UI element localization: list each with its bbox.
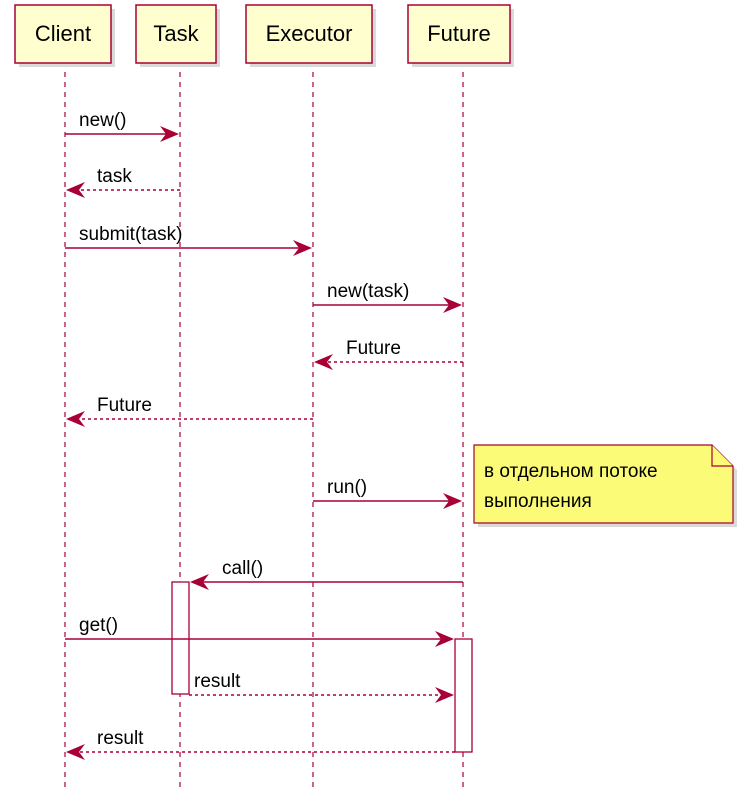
arrow-head-icon [435,687,454,703]
message-label: Future [346,338,401,359]
arrow-head-icon [435,631,454,647]
message-result-client: result [66,728,455,760]
message-submit: submit(task) [65,224,312,256]
note-line-1: в отдельном потоке [484,461,658,482]
arrow-head-icon [293,240,312,256]
message-task-return: task [66,166,180,198]
arrow-head-icon [443,493,462,509]
arrow-head-icon [66,182,85,198]
message-future-return-executor: Future [314,338,463,370]
note-fold-corner [711,445,733,467]
message-label: result [97,728,144,749]
message-label: get() [79,615,118,636]
participant-task-label: Task [153,21,199,46]
participant-client-label: Client [35,21,91,46]
message-new-task: new(task) [313,281,462,313]
arrow-head-icon [66,744,85,760]
message-call: call() [190,558,463,590]
message-label: new(task) [327,281,409,302]
message-result-task: result [189,671,454,703]
message-label: new() [79,110,127,131]
participant-task: Task [135,4,220,67]
message-get: get() [65,615,454,647]
message-label: run() [327,477,367,498]
arrow-head-icon [443,297,462,313]
note-line-2: выполнения [484,491,592,512]
participant-future: Future [407,4,514,67]
message-label: task [97,166,132,187]
arrow-head-icon [66,411,85,427]
participant-future-label: Future [427,21,491,46]
activation-future [454,638,473,753]
participant-executor-label: Executor [266,21,353,46]
activation-task [171,581,190,695]
arrow-head-icon [190,574,209,590]
note-box [473,444,734,524]
message-label: call() [222,558,263,579]
note: в отдельном потоке выполнения [473,444,737,527]
arrow-head-icon [314,354,333,370]
participant-client: Client [14,4,115,67]
message-label: submit(task) [79,224,182,245]
message-label: result [194,671,241,692]
message-future-return-client: Future [66,395,313,427]
message-label: Future [97,395,152,416]
message-new: new() [65,110,179,142]
participant-executor: Executor [245,4,376,67]
message-run: run() [313,477,462,509]
arrow-head-icon [160,126,179,142]
